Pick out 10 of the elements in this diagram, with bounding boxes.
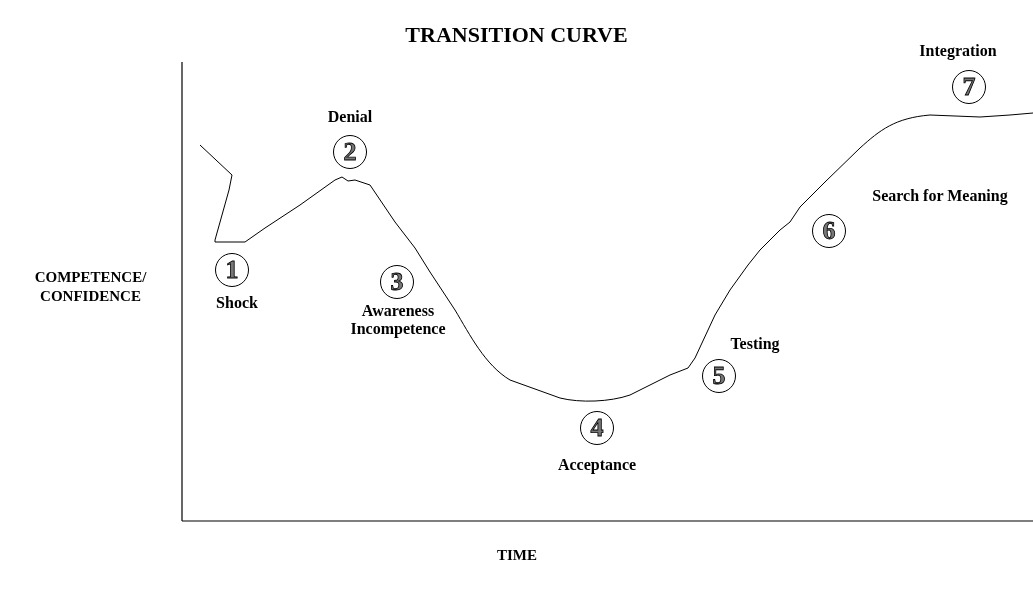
stage-label: Denial bbox=[326, 108, 374, 127]
diagram-title: TRANSITION CURVE bbox=[405, 21, 628, 49]
stage-label: Search for Meaning bbox=[871, 187, 1009, 206]
y-axis-label: COMPETENCE/ CONFIDENCE bbox=[33, 268, 148, 306]
stage-label: Acceptance bbox=[556, 456, 638, 475]
stage-label: Testing bbox=[729, 335, 781, 354]
stage-label: Shock bbox=[215, 294, 259, 313]
stage-label: Awareness Incompetence bbox=[349, 302, 447, 339]
x-axis-label: TIME bbox=[496, 546, 538, 565]
stage-label: Integration bbox=[918, 42, 998, 61]
